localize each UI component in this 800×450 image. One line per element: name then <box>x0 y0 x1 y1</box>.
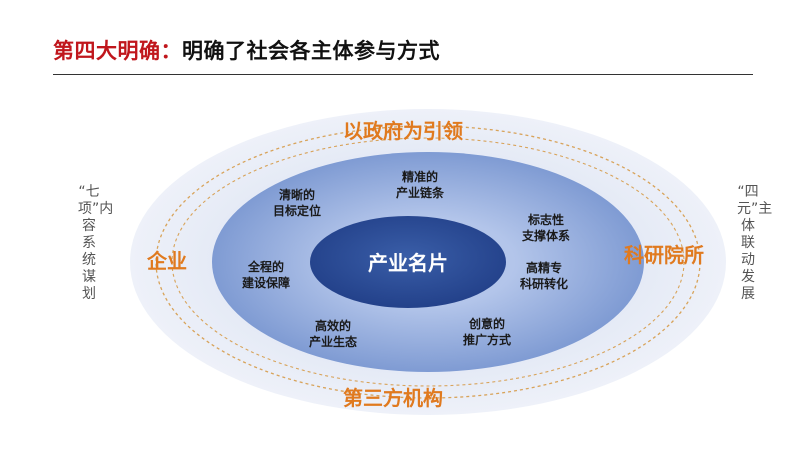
inner-dashed-ring <box>171 137 685 387</box>
center-label: 产业名片 <box>368 251 448 275</box>
middle-ring-item: 创意的推广方式 <box>463 316 511 347</box>
title-divider <box>53 74 753 75</box>
page-title: 第四大明确： 明确了社会各主体参与方式 <box>53 34 440 66</box>
middle-ring-item: 高精专科研转化 <box>520 260 568 291</box>
outer-dashed-ring <box>155 125 701 399</box>
outer-label-top: 以政府为引领 <box>343 119 463 143</box>
outer-label-bottom: 第三方机构 <box>343 386 443 410</box>
middle-ring-item: 精准的产业链条 <box>396 169 445 200</box>
middle-ring-item: 全程的建设保障 <box>241 259 290 290</box>
middle-ring-item: 标志性支撑体系 <box>521 212 570 243</box>
side-label-left: “七项”内容系统谋划 <box>78 184 114 302</box>
title-rest: 明确了社会各主体参与方式 <box>182 39 440 63</box>
middle-ring-item: 清晰的目标定位 <box>273 187 321 218</box>
middle-ring-item: 高效的产业生态 <box>309 318 357 349</box>
outer-label-right: 科研院所 <box>624 243 704 267</box>
title-prefix: 第四大明确： <box>53 39 182 63</box>
center-ellipse <box>310 216 506 308</box>
outer-label-left: 企业 <box>146 249 187 273</box>
